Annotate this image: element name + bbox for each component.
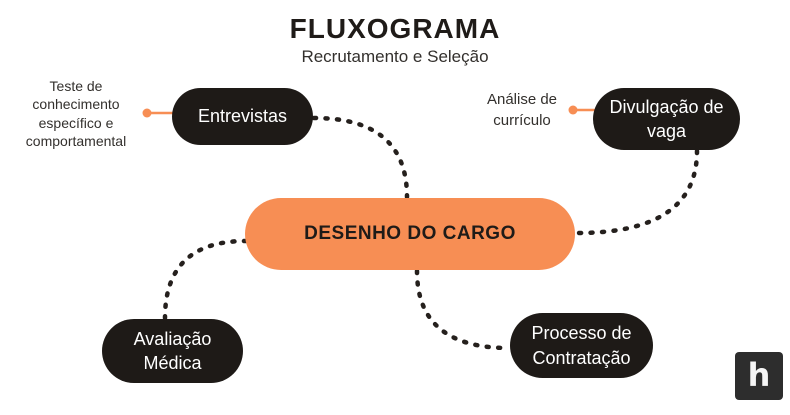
- node-processo-label: Processo de Contratação: [531, 323, 632, 368]
- brand-logo-letter: h: [747, 356, 771, 394]
- node-avaliacao-medica: Avaliação Médica: [102, 319, 243, 383]
- node-entrevistas: Entrevistas: [172, 88, 313, 145]
- connector-center-processo: [414, 268, 512, 351]
- leader-dot-entrevistas-note: [142, 108, 152, 118]
- annotation-divulgacao-note: Análise de currículo: [486, 91, 558, 129]
- page-title: FLUXOGRAMA: [289, 13, 501, 44]
- brand-logo: h: [735, 352, 783, 400]
- node-entrevistas-label: Entrevistas: [197, 106, 288, 127]
- node-avaliacao-label: Avaliação Médica: [133, 328, 212, 373]
- connector-center-avaliacao: [162, 238, 249, 321]
- node-desenho-do-cargo: DESENHO DO CARGO: [245, 198, 575, 270]
- node-divulgacao-label: Divulgação de vaga: [609, 96, 724, 141]
- connector-entrevistas-center: [311, 115, 410, 200]
- node-processo-contratacao: Processo de Contratação: [510, 313, 653, 378]
- page-subtitle: Recrutamento e Seleção: [301, 47, 489, 66]
- node-divulgacao-de-vaga: Divulgação de vaga: [593, 88, 740, 150]
- node-center-label: DESENHO DO CARGO: [304, 223, 516, 244]
- annotation-entrevistas-note: Teste de conhecimento específico e compo…: [25, 78, 127, 150]
- connector-divulgacao-center: [574, 148, 700, 236]
